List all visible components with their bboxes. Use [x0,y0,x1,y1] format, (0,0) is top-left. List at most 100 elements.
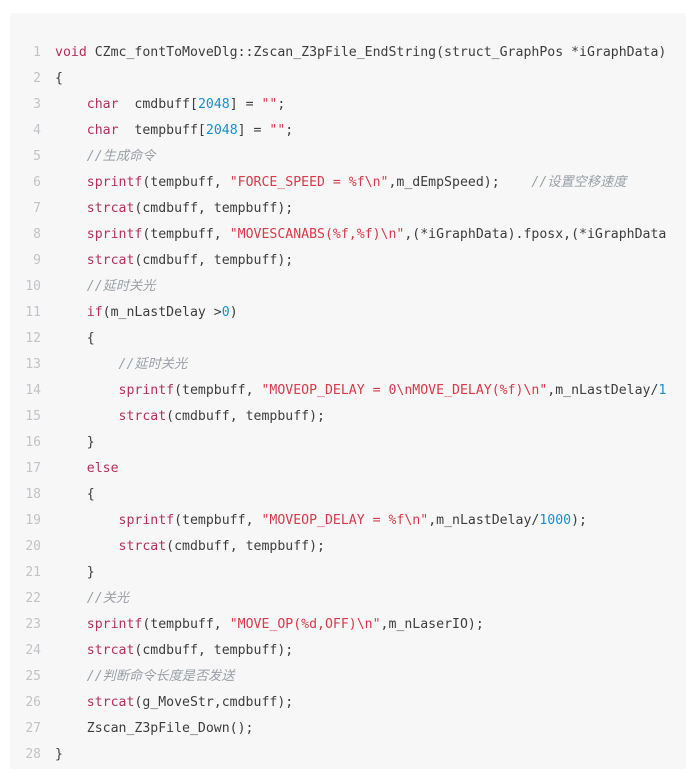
line-code: char tempbuff[2048] = ""; [55,118,293,144]
code-token-function: sprintf [86,175,143,190]
code-token-default: Zscan_Z3pFile_Down(); [55,721,254,736]
code-token-number: 1000 [539,513,572,528]
code-line: 2{ [10,66,686,92]
code-line: 13 //延时关光 [10,352,686,378]
line-number: 8 [33,227,41,242]
code-token-function: sprintf [86,617,143,632]
code-token-function: strcat [86,643,135,658]
code-token-default: (tempbuff, [142,227,230,242]
code-token-default: (tempbuff, [174,383,262,398]
code-token-number: 0 [221,305,230,320]
code-token-default [55,123,87,138]
code-token-function: strcat [86,253,135,268]
line-code: //关光 [55,586,129,612]
code-token-string: "MOVESCANABS(%f,%f)\n" [229,227,405,242]
code-token-number: 2048 [205,123,238,138]
code-token-default [55,149,87,164]
code-token-keyword: else [86,461,119,476]
line-number: 3 [33,97,41,112]
code-token-default [55,279,87,294]
line-number: 15 [25,409,41,424]
line-code: sprintf(tempbuff, "MOVE_OP(%d,OFF)\n",m_… [55,612,484,638]
line-code: if(m_nLastDelay >0) [55,300,238,326]
code-token-default [55,617,87,632]
line-number: 23 [25,617,41,632]
line-number: 7 [33,201,41,216]
line-number: 1 [33,45,41,60]
code-line: 6 sprintf(tempbuff, "FORCE_SPEED = %f\n"… [10,170,686,196]
code-line: 18 { [10,482,686,508]
code-line: 15 strcat(cmdbuff, tempbuff); [10,404,686,430]
code-token-default: ); [571,513,587,528]
line-number: 26 [25,695,41,710]
line-code: strcat(cmdbuff, tempbuff); [55,534,325,560]
line-code: } [55,560,95,586]
line-code: char cmdbuff[2048] = ""; [55,92,286,118]
code-token-default [55,227,87,242]
code-token-string: "" [269,123,286,138]
line-code: sprintf(tempbuff, "MOVEOP_DELAY = %f\n",… [55,508,587,534]
code-token-default [55,201,87,216]
code-token-default: { [55,331,95,346]
code-token-default: ,m_nLaserIO); [380,617,484,632]
code-token-type: char [86,123,119,138]
code-token-default: ; [285,123,294,138]
line-number: 24 [25,643,41,658]
code-token-function: sprintf [118,513,175,528]
code-token-default: (cmdbuff, tempbuff); [134,253,294,268]
code-token-default: } [55,565,95,580]
line-code: else [55,456,119,482]
line-number: 5 [33,149,41,164]
line-code: sprintf(tempbuff, "MOVESCANABS(%f,%f)\n"… [55,222,667,248]
code-token-string: "MOVEOP_DELAY = 0\nMOVE_DELAY(%f)\n" [261,383,548,398]
code-token-number: 2048 [197,97,230,112]
line-code: //延时关光 [55,274,156,300]
code-token-default [55,539,119,554]
code-token-function: strcat [118,409,167,424]
code-token-default: } [55,747,63,762]
code-line: 8 sprintf(tempbuff, "MOVESCANABS(%f,%f)\… [10,222,686,248]
code-token-default: (cmdbuff, tempbuff); [166,539,325,554]
code-token-default: ] = [229,97,262,112]
code-token-default: ,m_nLastDelay/ [547,383,659,398]
line-code: strcat(cmdbuff, tempbuff); [55,248,293,274]
code-block: 1 void CZmc_fontToMoveDlg::Zscan_Z3pFile_… [10,13,686,769]
line-number: 14 [25,383,41,398]
code-lines: 1 void CZmc_fontToMoveDlg::Zscan_Z3pFile_… [10,40,686,768]
line-code: { [55,482,95,508]
code-token-default: ,m_dEmpSpeed); [388,175,532,190]
line-code: strcat(cmdbuff, tempbuff); [55,196,293,222]
code-token-default: ,m_nLastDelay/ [428,513,540,528]
code-token-default [55,253,87,268]
code-token-default [55,409,119,424]
line-number: 2 [33,71,41,86]
code-line: 24 strcat(cmdbuff, tempbuff); [10,638,686,664]
code-line: 7 strcat(cmdbuff, tempbuff); [10,196,686,222]
code-token-default [55,643,87,658]
code-token-type: char [86,97,119,112]
line-code: //延时关光 [55,352,188,378]
line-code: { [55,66,63,92]
code-line: 17 else [10,456,686,482]
code-line: 26 strcat(g_MoveStr,cmdbuff); [10,690,686,716]
code-token-default [55,461,87,476]
code-token-default: (tempbuff, [174,513,262,528]
line-number: 6 [33,175,41,190]
line-code: void CZmc_fontToMoveDlg::Zscan_Z3pFile_E… [55,40,666,66]
line-number: 16 [25,435,41,450]
code-line: 3 char cmdbuff[2048] = ""; [10,92,686,118]
code-token-default: (g_MoveStr,cmdbuff); [134,695,294,710]
code-token-function: sprintf [118,383,175,398]
code-token-default: (m_nLastDelay > [102,305,222,320]
code-token-string: "" [261,97,278,112]
code-token-default: CZmc_fontToMoveDlg::Zscan_Z3pFile_EndStr… [86,45,667,60]
code-line: 12 { [10,326,686,352]
line-number: 9 [33,253,41,268]
code-token-default: (cmdbuff, tempbuff); [134,643,294,658]
code-line: 25 //判断命令长度是否发送 [10,664,686,690]
code-token-default [55,175,87,190]
code-token-default: cmdbuff[ [118,97,198,112]
line-number: 17 [25,461,41,476]
line-code: //生成命令 [55,144,156,170]
code-token-keyword: if [86,305,103,320]
